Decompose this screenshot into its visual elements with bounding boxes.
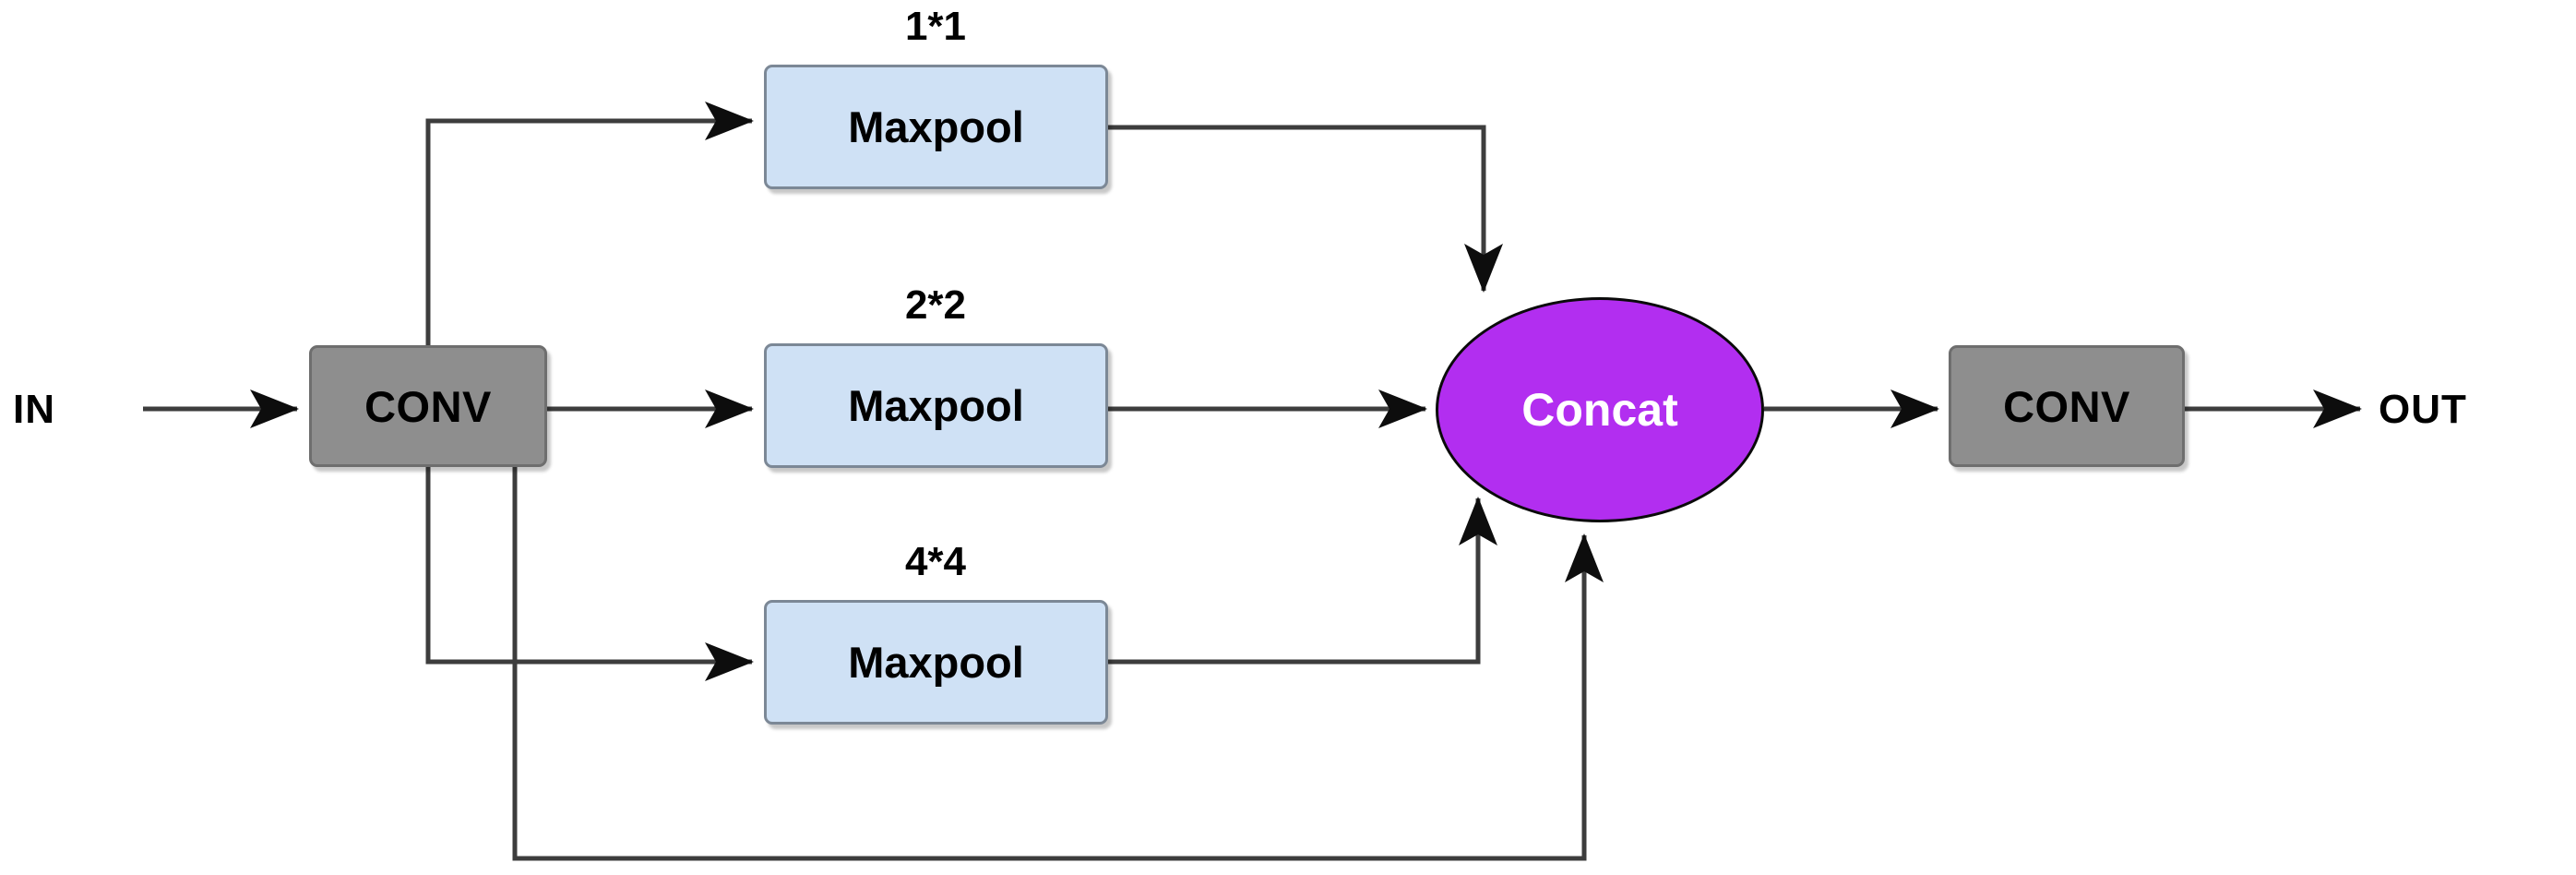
node-maxpool-2x2[interactable]: Maxpool: [764, 343, 1108, 468]
node-maxpool-1x1[interactable]: Maxpool: [764, 65, 1108, 189]
node-maxpool-2x2-label: Maxpool: [848, 381, 1024, 430]
input-label: IN: [13, 387, 55, 432]
node-conv-output[interactable]: CONV: [1949, 345, 2185, 467]
node-maxpool-4x4[interactable]: Maxpool: [764, 600, 1108, 725]
node-concat-label: Concat: [1521, 384, 1678, 436]
edge-maxpool4-to-concat: [1108, 496, 1497, 665]
edge-maxpool1-to-concat: [1108, 125, 1503, 294]
node-concat[interactable]: Concat: [1436, 297, 1764, 522]
kernel-label-4x4: 4*4: [904, 539, 967, 584]
node-conv-output-label: CONV: [2003, 381, 2130, 431]
output-label: OUT: [2379, 387, 2467, 432]
node-maxpool-4x4-label: Maxpool: [848, 638, 1024, 687]
edge-conv-skip-to-concat: [512, 467, 1604, 861]
edge-conv-to-maxpool1: [425, 102, 755, 345]
node-conv-input[interactable]: CONV: [309, 345, 547, 467]
node-conv-input-label: CONV: [364, 381, 492, 431]
node-maxpool-1x1-label: Maxpool: [848, 102, 1024, 151]
kernel-label-1x1: 1*1: [904, 4, 967, 49]
edge-conv-to-maxpool4: [425, 467, 755, 681]
kernel-label-2x2: 2*2: [904, 282, 967, 328]
